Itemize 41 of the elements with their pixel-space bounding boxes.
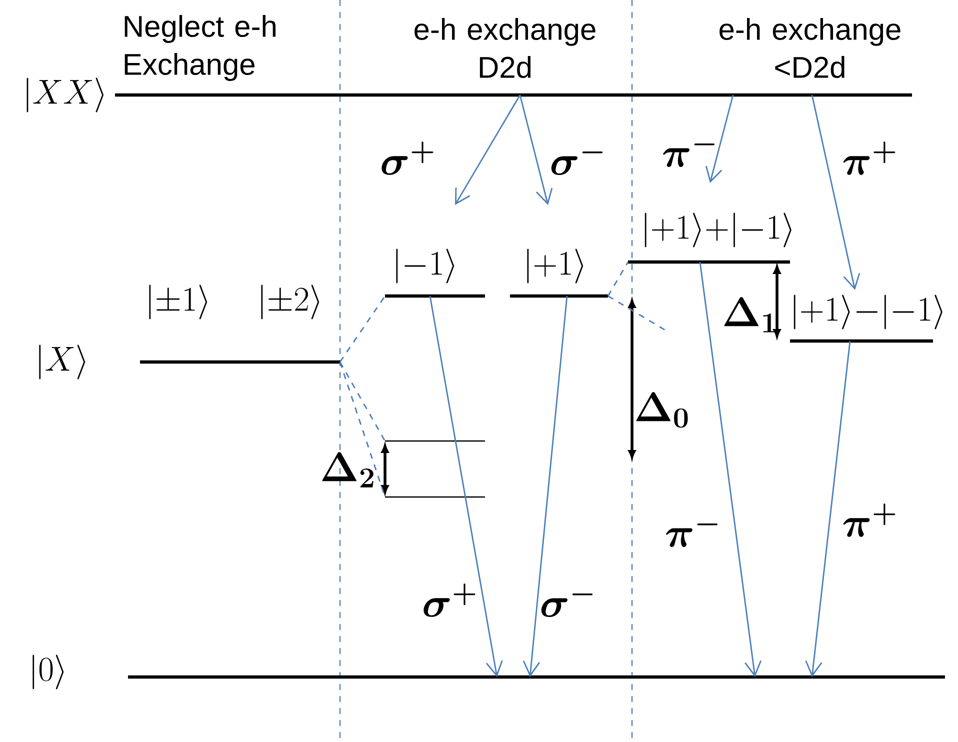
energy-level <box>385 294 485 298</box>
column-heading: Neglect e-h Exchange <box>124 15 276 81</box>
transition-arrow <box>699 262 762 677</box>
energy-level <box>140 360 340 364</box>
transition-arrow <box>455 94 521 205</box>
column-heading: e-h exchange D2d <box>414 18 596 78</box>
transition-arrow <box>805 340 851 677</box>
transition-arrow <box>519 94 553 205</box>
energy-level <box>790 339 933 343</box>
transition-arrow <box>522 296 568 677</box>
state-label: $|+1\rangle+|-1\rangle$ <box>644 212 792 248</box>
transition-arrow <box>706 94 734 183</box>
edge-label: $\pi^{+}$ <box>843 141 896 175</box>
state-label: $|\pm 2\rangle$ <box>261 284 320 320</box>
transition-arrow <box>811 94 860 290</box>
state-label: $|0\rangle$ <box>32 654 64 690</box>
splitting-label: $\Delta_{1}$ <box>724 297 775 332</box>
edge-label: $\sigma^{-}$ <box>551 152 603 175</box>
edge-label: $\sigma^{-}$ <box>541 594 593 617</box>
edge-label: $\pi^{-}$ <box>663 144 714 168</box>
edge-label: $\pi^{-}$ <box>666 524 718 548</box>
state-label: $|XX\rangle$ <box>26 78 104 112</box>
state-label: $|-1\rangle$ <box>396 248 454 284</box>
state-label: $|+1\rangle-|-1\rangle$ <box>794 294 942 330</box>
splitting-label: $\Delta_{2}$ <box>322 452 374 488</box>
state-label: $|\pm 1\rangle$ <box>149 284 208 320</box>
edge-label: $\sigma^{+}$ <box>382 141 434 175</box>
edge-label: $\pi^{+}$ <box>843 503 896 537</box>
splitting-line <box>339 362 386 442</box>
state-label: $|+1\rangle$ <box>527 248 584 284</box>
column-heading: e-h exchange <D2d <box>720 18 900 78</box>
splitting-line <box>608 295 666 331</box>
splitting-line <box>607 262 629 296</box>
edge-label: $\sigma^{+}$ <box>424 583 476 617</box>
splitting-line <box>339 296 386 362</box>
energy-level <box>510 294 608 298</box>
splitting-label: $\Delta_{0}$ <box>636 392 688 428</box>
energy-level <box>115 93 912 97</box>
transition-arrow <box>429 296 503 677</box>
energy-level <box>128 675 945 679</box>
state-label: $|X\rangle$ <box>39 344 86 380</box>
